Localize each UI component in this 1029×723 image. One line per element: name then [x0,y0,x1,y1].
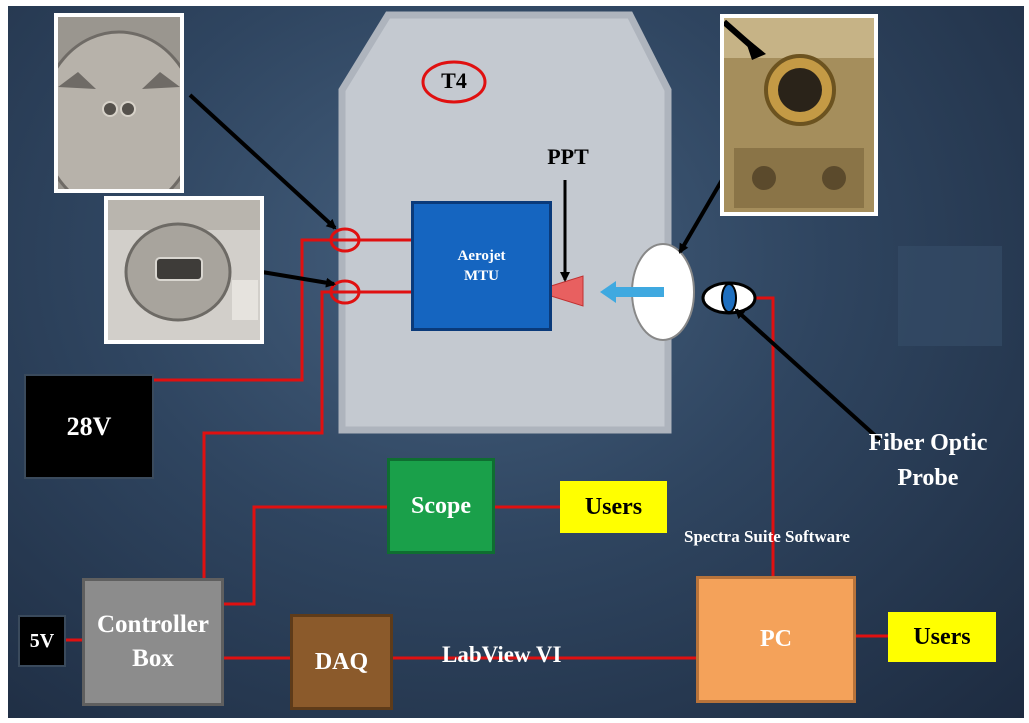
power-5v-box: 5V [18,615,66,667]
photo-arrow-3 [680,180,722,252]
fiber-label-line2: Probe [866,461,990,496]
flange-image-2 [108,200,260,340]
fiber-label-line1: Fiber Optic [866,426,990,461]
mtu-label-line2: MTU [464,266,499,286]
faint-panel [898,246,1002,346]
power-5v-label: 5V [30,628,54,655]
controller-label-line1: Controller [97,608,209,642]
power-28v-label: 28V [67,409,112,444]
labview-label: LabView VI [442,642,582,668]
controller-label-line2: Box [132,642,174,676]
aerojet-mtu-box: Aerojet MTU [411,201,552,331]
scope-box: Scope [387,458,495,554]
users-box-pc: Users [888,612,996,662]
daq-box: DAQ [290,614,393,710]
feedthrough-photo-1 [54,13,184,193]
scope-label: Scope [411,490,471,522]
chamber-window-photo [720,14,878,216]
pc-label: PC [760,623,792,655]
software-label: Spectra Suite Software [684,527,884,547]
mtu-label-line1: Aerojet [457,246,505,266]
users-label-pc: Users [913,621,970,653]
pc-box: PC [696,576,856,703]
feedthrough-photo-2 [104,196,264,344]
fiber-optic-lens-icon [703,283,755,313]
fiber-probe-label: Fiber Optic Probe [866,426,990,496]
window-image [724,18,874,212]
fiber-probe-arrow [736,310,880,440]
daq-label: DAQ [315,646,368,678]
photo-arrow-2 [262,272,334,284]
flange-image-1 [58,17,180,189]
users-box-scope: Users [560,481,667,533]
controller-box: Controller Box [82,578,224,706]
ppt-label: PPT [538,144,598,170]
power-28v-box: 28V [24,374,154,479]
chamber-label: T4 [434,68,474,94]
users-label-scope: Users [585,491,642,523]
